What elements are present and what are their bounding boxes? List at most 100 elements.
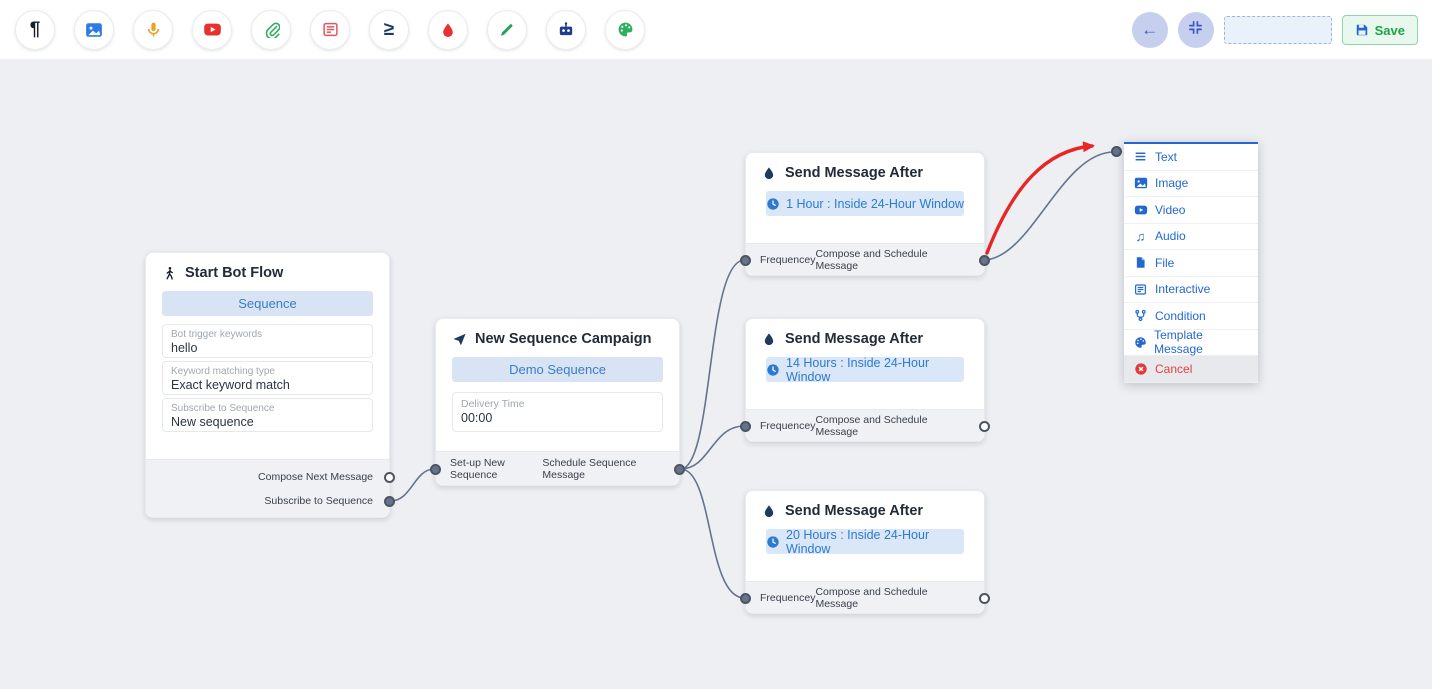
menu-item-interactive[interactable]: Interactive (1124, 276, 1258, 303)
menu-item-label: File (1155, 255, 1175, 270)
keyword-matching-type-field[interactable]: Keyword matching type Exact keyword matc… (162, 361, 373, 395)
menu-item-template-message[interactable]: Template Message (1124, 328, 1258, 356)
sequence-button[interactable]: Sequence (162, 291, 373, 316)
campaign-node-footer: Set-up New Sequence Schedule Sequence Me… (436, 451, 679, 485)
bot-element-button[interactable] (546, 9, 586, 50)
field-label: Subscribe to Sequence (171, 403, 275, 414)
handle-frequency[interactable] (740, 593, 751, 604)
video-icon (1133, 203, 1148, 217)
interactive-element-button[interactable] (310, 9, 350, 50)
microphone-icon (145, 21, 162, 38)
handle-compose-and-schedule[interactable] (979, 421, 990, 432)
node-send-message-after-1[interactable]: Send Message After 1 Hour : Inside 24-Ho… (740, 152, 990, 276)
field-label: Delivery Time (461, 398, 525, 410)
menu-item-image[interactable]: Image (1124, 170, 1258, 197)
interactive-card-icon (322, 21, 339, 38)
input-label: Frequencey (760, 419, 816, 432)
handle-compose-and-schedule[interactable] (979, 255, 990, 266)
flow-name-input[interactable] (1223, 16, 1332, 44)
palette-icon (1133, 336, 1147, 349)
handle-frequency[interactable] (740, 255, 751, 266)
cancel-icon (1133, 362, 1148, 376)
node-start-bot-flow[interactable]: Start Bot Flow Sequence Bot trigger keyw… (145, 252, 395, 518)
send1-node-footer: Frequencey Compose and Schedule Message (746, 243, 984, 275)
send-plane-icon (452, 332, 468, 347)
delay-pill[interactable]: 14 Hours : Inside 24-Hour Window (766, 356, 964, 384)
node-send3-header: Send Message After (746, 491, 984, 519)
output-label: Compose and Schedule Message (815, 247, 928, 272)
field-label: Bot trigger keywords (171, 329, 263, 340)
clock-icon (766, 535, 780, 549)
droplet-icon (762, 166, 778, 180)
handle-schedule-sequence-message[interactable] (674, 464, 685, 475)
compress-icon (1188, 20, 1203, 40)
menu-item-audio[interactable]: ♫ Audio (1124, 223, 1258, 250)
template-element-button[interactable] (605, 9, 645, 50)
subscribe-to-sequence-field[interactable]: Subscribe to Sequence New sequence (162, 398, 373, 432)
edge-campaign-to-send3 (680, 468, 745, 599)
input-label: Set-up New Sequence (450, 456, 505, 481)
handle-subscribe-to-sequence[interactable] (384, 496, 395, 507)
edge-send1-to-menu (985, 151, 1115, 261)
node-send-message-after-3[interactable]: Send Message After 20 Hours : Inside 24-… (740, 490, 990, 614)
node-new-sequence-campaign[interactable]: New Sequence Campaign Demo Sequence Deli… (430, 318, 685, 486)
output-label: Compose and Schedule Message (815, 413, 928, 438)
pen-icon (499, 22, 515, 38)
image-element-button[interactable] (74, 9, 114, 50)
element-palette: ¶ (0, 9, 645, 50)
output-subscribe-to-sequence: Subscribe to Sequence (146, 489, 389, 513)
audio-element-button[interactable] (133, 9, 173, 50)
video-element-button[interactable] (192, 9, 232, 50)
node-title: Start Bot Flow (185, 265, 284, 281)
condition-element-button[interactable]: ≥ (369, 9, 409, 50)
demo-sequence-button[interactable]: Demo Sequence (452, 357, 663, 382)
menu-item-label: Interactive (1155, 282, 1211, 297)
bot-trigger-keywords-field[interactable]: Bot trigger keywords hello (162, 324, 373, 358)
field-value: hello (171, 341, 198, 355)
menu-item-video[interactable]: Video (1124, 197, 1258, 224)
menu-item-text[interactable]: Text (1124, 144, 1258, 171)
delay-pill[interactable]: 1 Hour : Inside 24-Hour Window (766, 191, 964, 216)
interactive-card-icon (1133, 283, 1148, 296)
input-label: Frequencey (760, 591, 816, 604)
text-lines-icon (1133, 150, 1148, 163)
walking-person-icon (162, 266, 178, 281)
output-label: Schedule Sequence Message (542, 456, 637, 481)
file-icon (1133, 256, 1148, 269)
node-send-message-after-2[interactable]: Send Message After 14 Hours : Inside 24-… (740, 318, 990, 442)
handle-compose-next-message[interactable] (384, 472, 395, 483)
menu-item-file[interactable]: File (1124, 250, 1258, 277)
pilcrow-icon: ¶ (29, 19, 41, 40)
node-send1-header: Send Message After (746, 153, 984, 181)
drip-element-button[interactable] (428, 9, 468, 50)
image-icon (1133, 176, 1148, 190)
save-label: Save (1374, 22, 1405, 38)
delay-pill[interactable]: 20 Hours : Inside 24-Hour Window (766, 528, 964, 556)
menu-item-label: Text (1155, 149, 1178, 164)
send3-node-footer: Frequencey Compose and Schedule Message (746, 581, 984, 613)
fit-view-button[interactable] (1177, 12, 1214, 48)
menu-item-cancel[interactable]: Cancel (1124, 356, 1258, 383)
text-element-button[interactable]: ¶ (15, 9, 55, 50)
file-element-button[interactable] (251, 9, 291, 50)
menu-item-label: Audio (1155, 229, 1186, 244)
input-label: Frequencey (760, 253, 816, 266)
handle-frequency[interactable] (740, 421, 751, 432)
field-value: Exact keyword match (171, 378, 290, 392)
menu-item-label: Cancel (1155, 361, 1193, 376)
connection-anchor-handle[interactable] (1111, 146, 1122, 157)
connection-drag-arrow (985, 141, 1095, 255)
block-type-context-menu: Text Image Video ♫ Audio File (1124, 142, 1258, 383)
handle-compose-and-schedule[interactable] (979, 593, 990, 604)
output-label: Subscribe to Sequence (264, 495, 373, 507)
node-title: New Sequence Campaign (475, 331, 652, 347)
back-button[interactable]: ← (1131, 12, 1168, 48)
output-label: Compose Next Message (258, 471, 373, 483)
delivery-time-field[interactable]: Delivery Time 00:00 (452, 392, 663, 432)
start-fields: Bot trigger keywords hello Keyword match… (162, 324, 373, 432)
save-button[interactable]: Save (1341, 15, 1418, 45)
handle-setup-new-sequence[interactable] (430, 464, 441, 475)
menu-item-condition[interactable]: Condition (1124, 303, 1258, 330)
action-element-button[interactable] (487, 9, 527, 50)
